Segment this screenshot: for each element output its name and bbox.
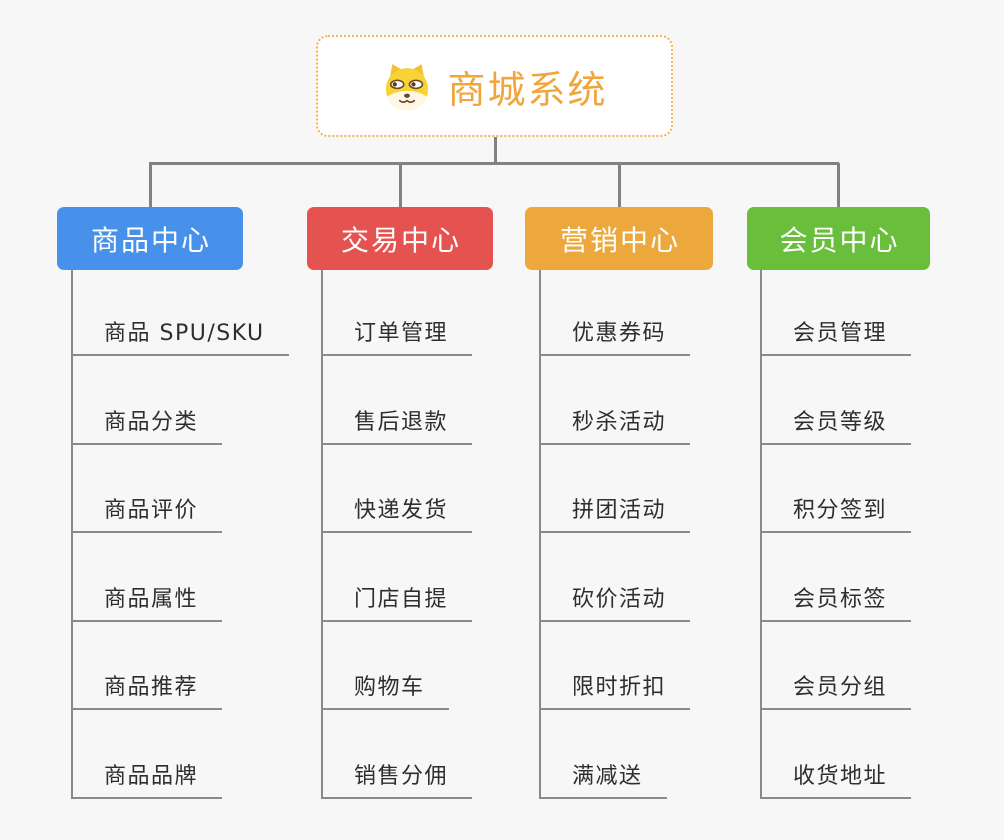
connector-line [148,161,839,165]
branch-spine-line [71,270,73,799]
branch-node-product-center[interactable]: 商品中心 [57,207,243,270]
sub-node-trade-center-2[interactable]: 售后退款 [321,410,473,445]
sub-node-product-center-5[interactable]: 商品推荐 [71,675,223,710]
sub-node-product-center-2[interactable]: 商品分类 [71,410,223,445]
sub-node-product-center-4[interactable]: 商品属性 [71,587,223,622]
sub-node-trade-center-4[interactable]: 门店自提 [321,587,473,622]
sub-node-product-center-3[interactable]: 商品评价 [71,498,223,533]
sub-node-member-center-5[interactable]: 会员分组 [760,675,912,710]
root-title: 商城系统 [447,67,608,112]
sub-node-member-center-2[interactable]: 会员等级 [760,410,912,445]
sub-node-marketing-center-1[interactable]: 优惠券码 [539,321,691,356]
root-node[interactable]: 商城系统 [316,35,673,137]
sub-node-trade-center-1[interactable]: 订单管理 [321,321,473,356]
connector-line [837,163,840,207]
connector-line [617,163,621,207]
sub-node-marketing-center-6[interactable]: 满减送 [539,764,667,799]
sub-node-marketing-center-2[interactable]: 秒杀活动 [539,410,691,445]
branch-spine-line [760,270,762,799]
branch-spine-line [539,270,541,799]
sub-node-member-center-4[interactable]: 会员标签 [760,587,912,622]
branch-node-member-center[interactable]: 会员中心 [747,207,930,270]
sub-node-member-center-3[interactable]: 积分签到 [760,498,912,533]
branch-node-marketing-center[interactable]: 营销中心 [525,207,713,270]
sub-node-product-center-6[interactable]: 商品品牌 [71,764,223,799]
sub-node-trade-center-3[interactable]: 快递发货 [321,498,473,533]
doge-icon [386,64,429,111]
connector-line [493,137,497,164]
sub-node-member-center-1[interactable]: 会员管理 [760,321,912,356]
connector-line [148,163,152,207]
sub-node-marketing-center-4[interactable]: 砍价活动 [539,587,691,622]
sub-node-marketing-center-5[interactable]: 限时折扣 [539,675,691,710]
branch-node-trade-center[interactable]: 交易中心 [307,207,493,270]
sub-node-marketing-center-3[interactable]: 拼团活动 [539,498,691,533]
sub-node-trade-center-6[interactable]: 销售分佣 [321,764,473,799]
sub-node-member-center-6[interactable]: 收货地址 [760,764,912,799]
connector-line [398,163,402,207]
branch-spine-line [321,270,323,799]
sub-node-product-center-1[interactable]: 商品 SPU/SKU [71,321,289,356]
sub-node-trade-center-5[interactable]: 购物车 [321,675,449,710]
